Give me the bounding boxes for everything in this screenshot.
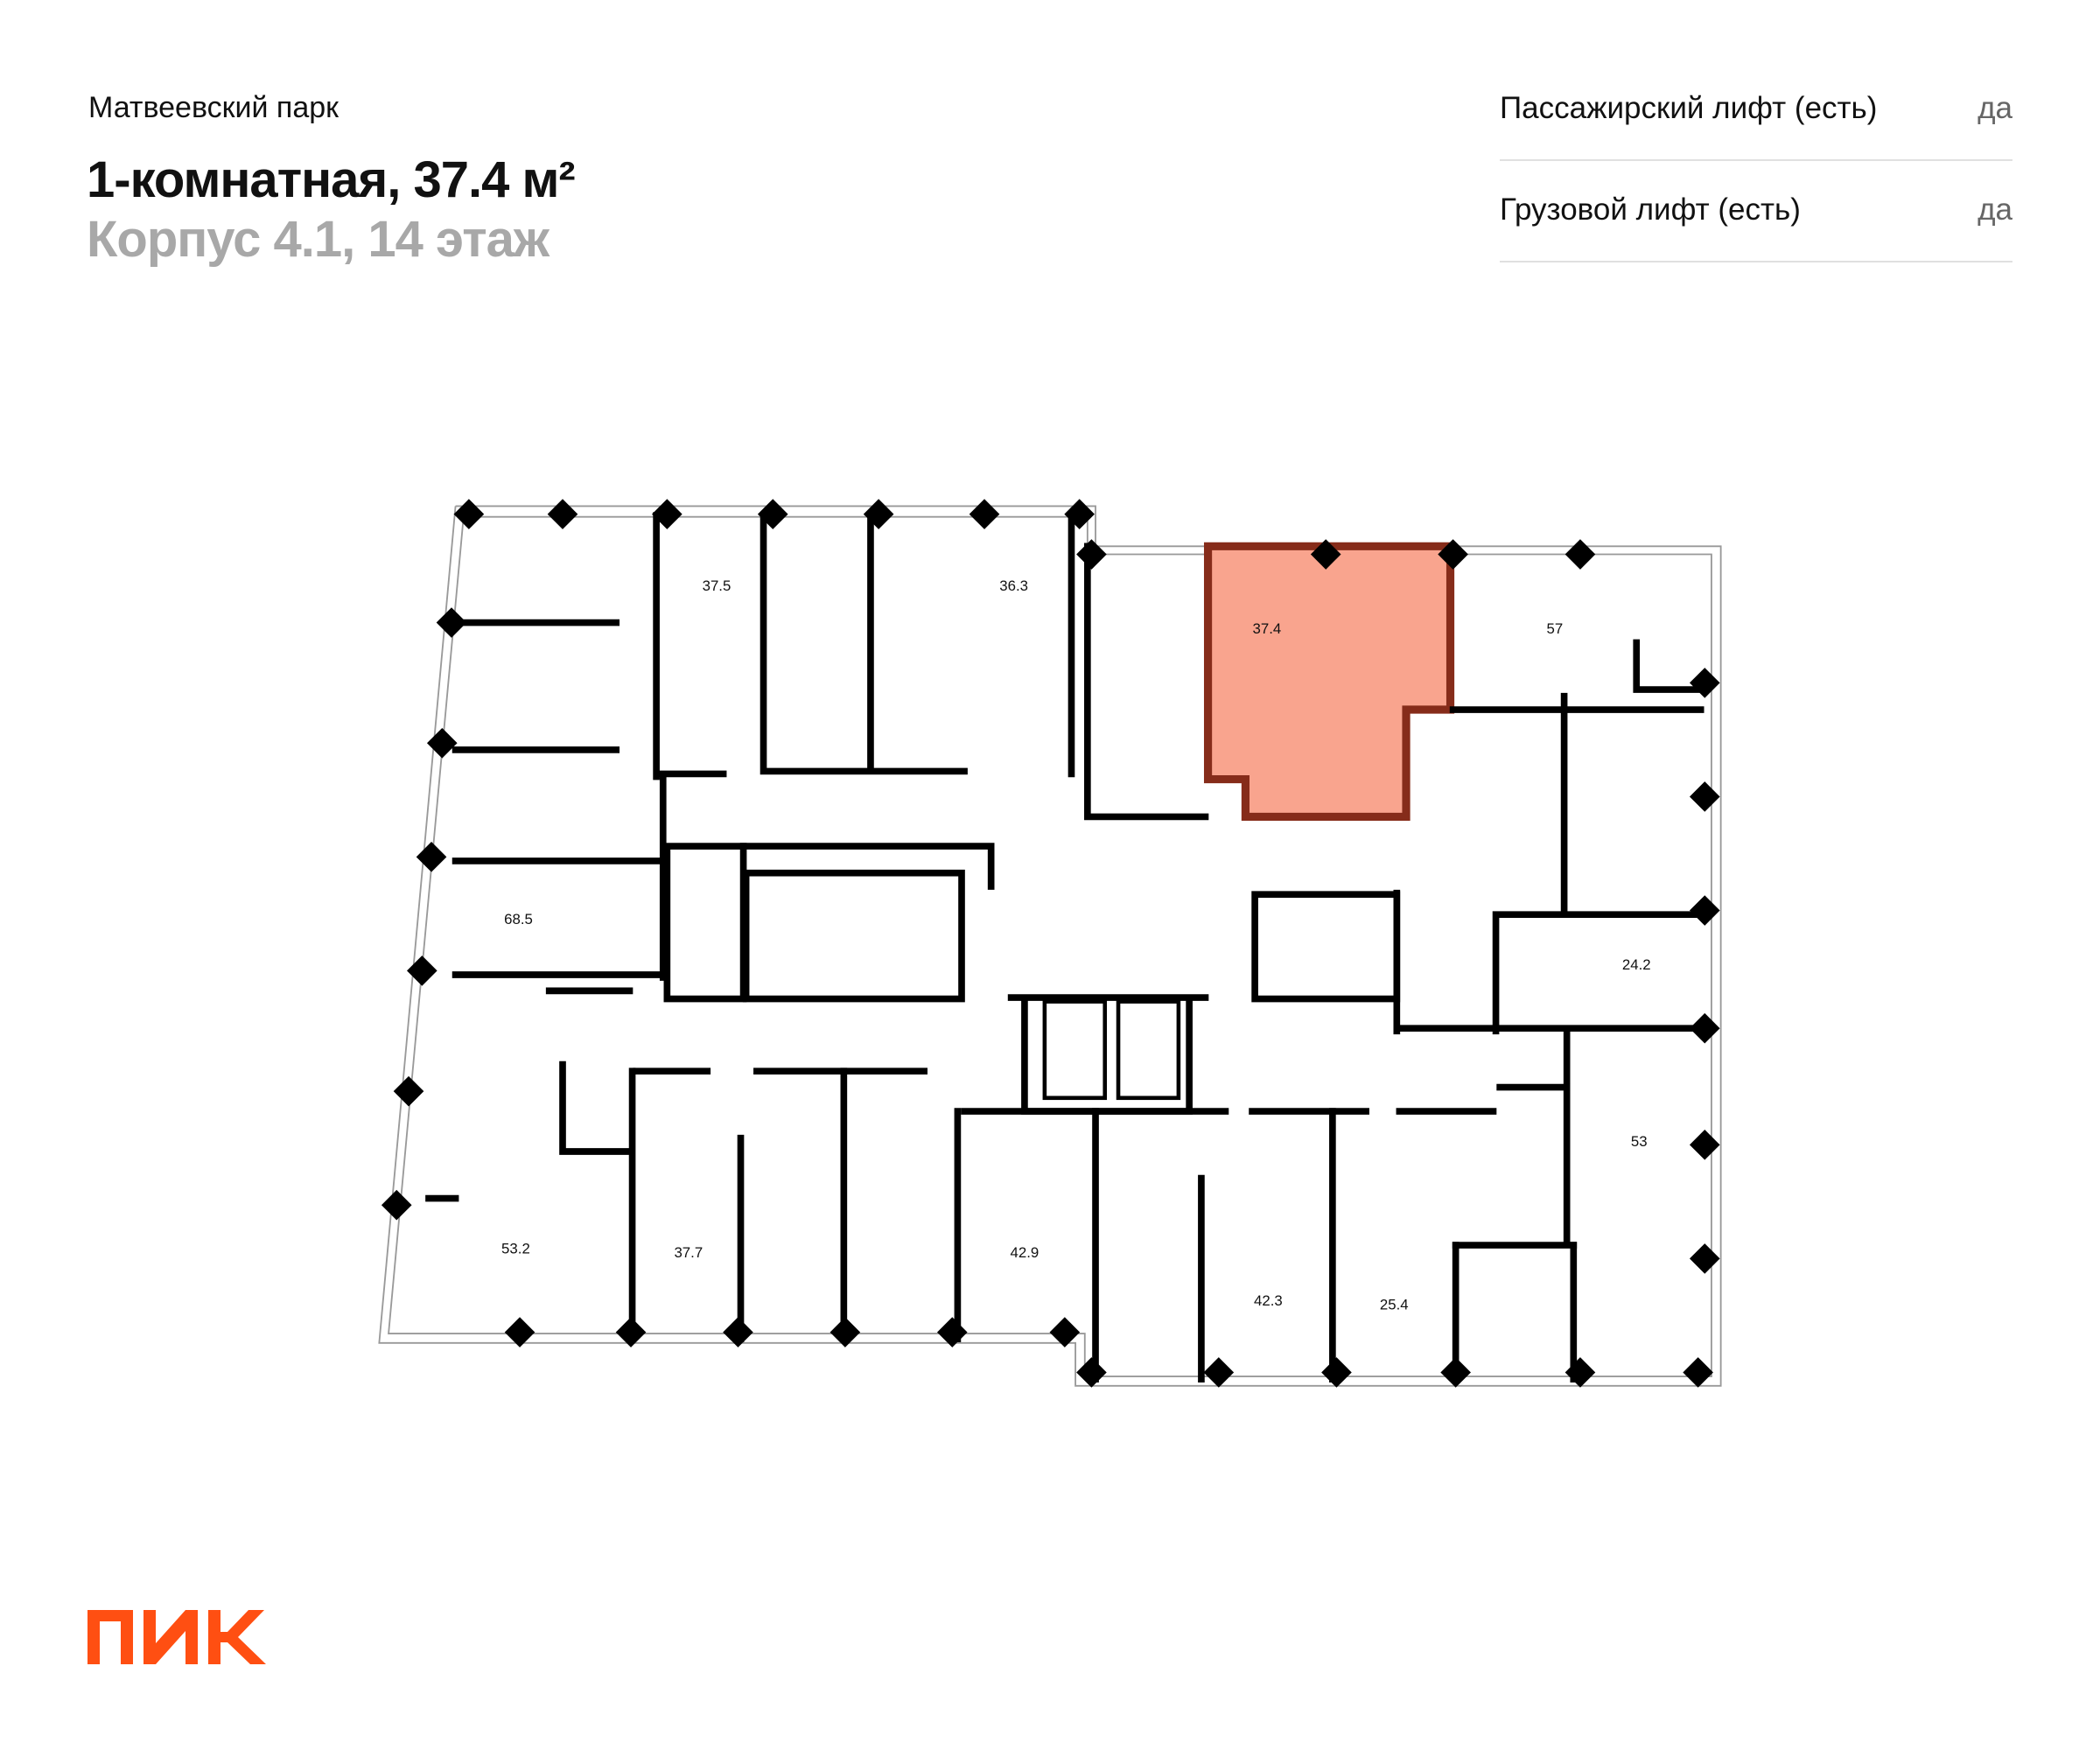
area-label: 68.5 xyxy=(504,911,533,928)
area-label: 25.4 xyxy=(1380,1297,1409,1313)
feature-freight-lift: Грузовой лифт (есть) да xyxy=(1500,192,2012,245)
feature-passenger-lift: Пассажирский лифт (есть) да xyxy=(1500,91,2012,144)
column xyxy=(453,499,485,529)
building-floor: Корпус 4.1, 14 этаж xyxy=(87,211,550,268)
column xyxy=(863,499,894,529)
feature-value: да xyxy=(1978,91,2012,125)
divider xyxy=(1500,159,2012,161)
area-label: 42.9 xyxy=(1011,1244,1040,1261)
area-label: 42.3 xyxy=(1254,1292,1283,1309)
column xyxy=(381,1189,412,1221)
column xyxy=(1076,1357,1107,1388)
column xyxy=(1564,1357,1596,1388)
column xyxy=(1689,1243,1720,1274)
pik-logo xyxy=(88,1610,266,1664)
building-outline xyxy=(378,505,1722,1387)
column xyxy=(936,1317,968,1348)
column xyxy=(1689,668,1720,698)
column xyxy=(1321,1357,1352,1388)
area-label: 53 xyxy=(1631,1133,1648,1150)
column xyxy=(1440,1357,1471,1388)
feature-value: да xyxy=(1978,192,2012,227)
area-label: 53.2 xyxy=(501,1240,530,1256)
column xyxy=(1203,1357,1235,1388)
selected-apartment xyxy=(1203,542,1455,822)
column xyxy=(1689,1012,1720,1044)
column xyxy=(757,499,788,529)
column xyxy=(830,1317,861,1348)
column xyxy=(1689,781,1720,812)
column xyxy=(1564,539,1596,570)
project-name: Матвеевский парк xyxy=(88,91,340,124)
area-label: 24.2 xyxy=(1622,956,1651,973)
feature-label: Пассажирский лифт (есть) xyxy=(1500,91,1878,125)
column xyxy=(504,1317,536,1348)
column xyxy=(416,842,447,872)
column xyxy=(615,1317,647,1348)
column xyxy=(1683,1357,1713,1388)
area-label: 37.5 xyxy=(703,578,732,594)
column xyxy=(652,499,682,529)
area-labels: 37.5 36.3 37.4 57 68.5 24.2 53 53.2 37.7… xyxy=(501,578,1651,1313)
divider xyxy=(1500,261,2012,262)
column xyxy=(393,1075,424,1107)
area-label: 37.4 xyxy=(1253,620,1282,637)
column xyxy=(1076,539,1107,570)
column xyxy=(1689,895,1720,926)
walls xyxy=(425,512,1704,1382)
column xyxy=(1310,539,1341,570)
column xyxy=(1064,499,1095,529)
column xyxy=(1689,1130,1720,1160)
column xyxy=(1049,1317,1081,1348)
apartment-title: 1-комнатная, 37.4 м² xyxy=(87,151,576,208)
column xyxy=(426,727,458,759)
column xyxy=(723,1317,753,1348)
area-label: 37.7 xyxy=(674,1244,703,1261)
area-label: 57 xyxy=(1547,620,1564,637)
column xyxy=(436,607,467,638)
feature-label: Грузовой лифт (есть) xyxy=(1500,192,1801,227)
column xyxy=(1438,539,1468,570)
columns xyxy=(381,499,1720,1388)
column xyxy=(969,499,1000,529)
column xyxy=(407,956,438,986)
column xyxy=(547,499,578,529)
area-label: 36.3 xyxy=(999,578,1028,594)
